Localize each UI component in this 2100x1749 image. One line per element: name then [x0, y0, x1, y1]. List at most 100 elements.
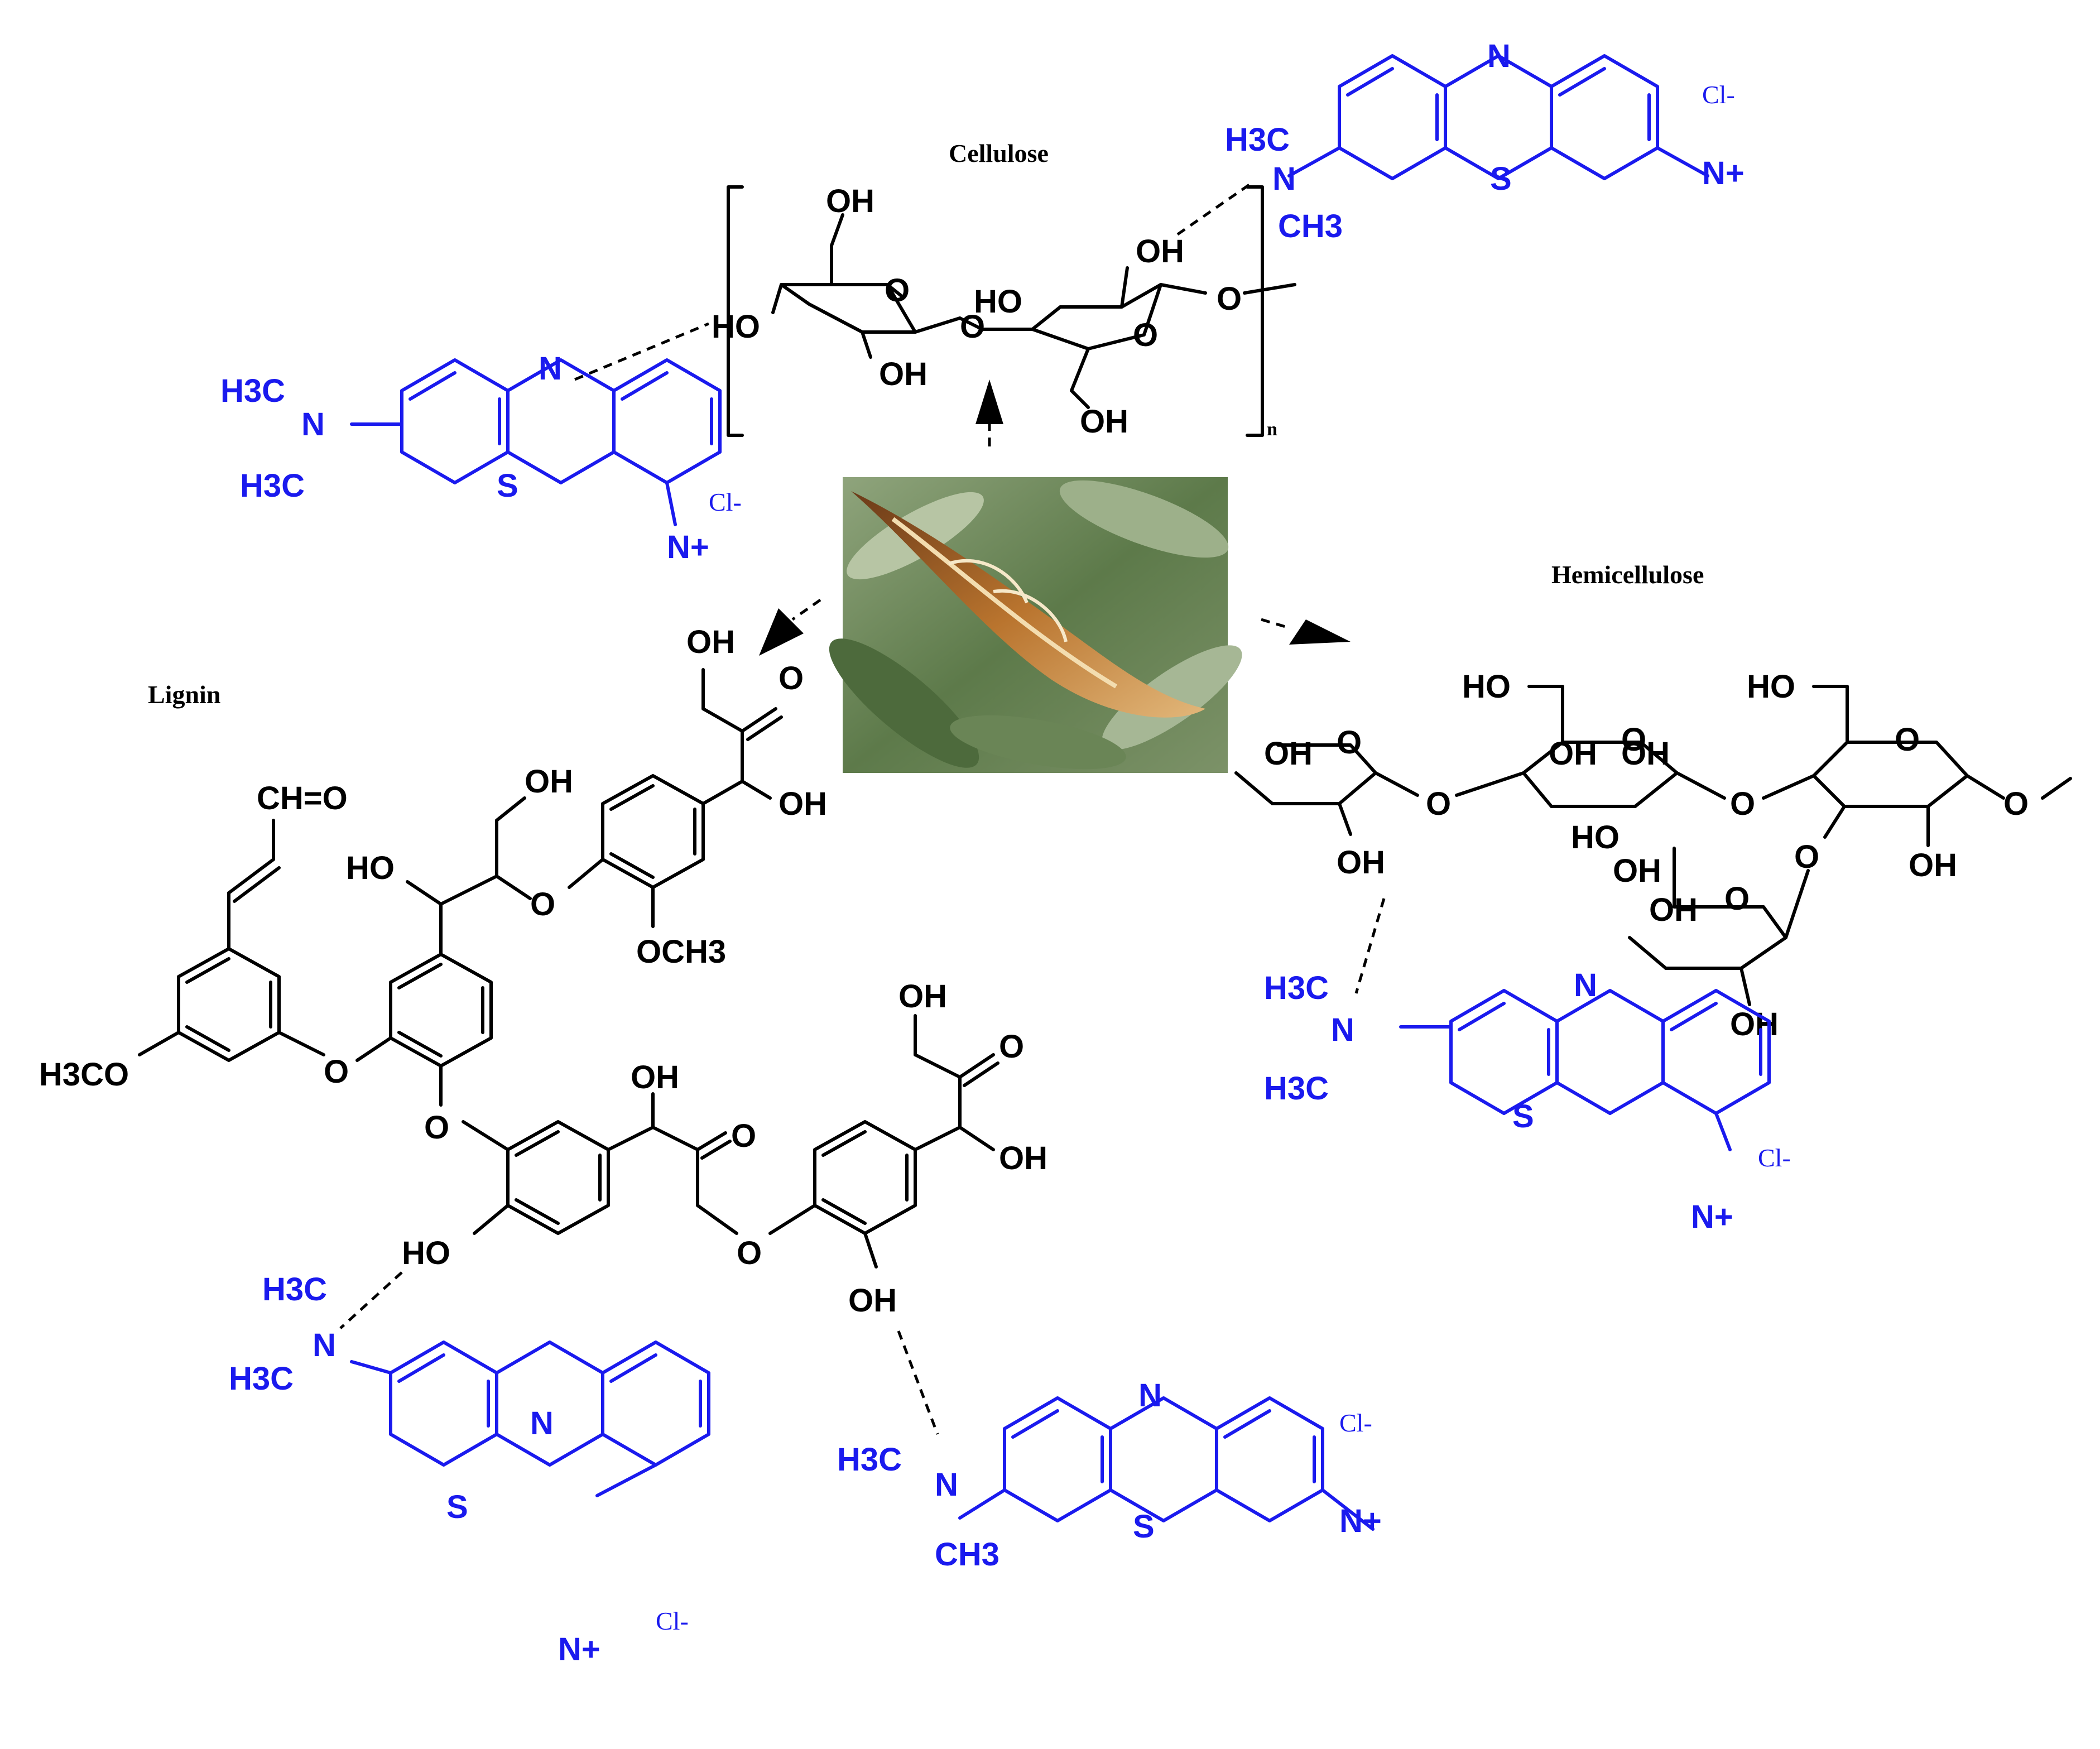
dye1-n-ring: N: [539, 350, 562, 387]
dye0-n-plus: N+: [1702, 155, 1745, 191]
dye4-s-ring: S: [1133, 1508, 1155, 1545]
dye0-ch3: CH3: [1278, 208, 1343, 244]
dye0-n-amine: N: [1272, 161, 1296, 197]
dye2-h3c-top: H3C: [1264, 970, 1329, 1006]
cellulose-o-end: O: [1217, 281, 1242, 317]
dye2-n-ring: N: [1574, 967, 1597, 1003]
cellulose-oh-bottom1: OH: [879, 356, 928, 392]
dye3-h3c-bot: H3C: [229, 1361, 294, 1397]
hemi-oh4b: OH: [1649, 892, 1698, 928]
hemi-oh3: OH: [1909, 847, 1957, 883]
cellulose-ho-mid: HO: [974, 284, 1022, 320]
cellulose-o-ring2: O: [1133, 317, 1158, 353]
lignin-structure: CH=O H3CO O O OH HO O OCH3 OH O OH OH O …: [39, 624, 1047, 1319]
cellulose-repeat-n: n: [1267, 419, 1277, 440]
arrow-to-lignin: [759, 598, 821, 656]
lignin-cho: CH=O: [257, 780, 348, 816]
dye0-s-ring: S: [1490, 161, 1512, 197]
dye0-cl: Cl-: [1702, 80, 1735, 109]
lignin-oh-c: OH: [631, 1059, 679, 1095]
dye1-h3c-top: H3C: [220, 373, 285, 409]
lignin-o-link-c: O: [530, 886, 555, 922]
dye3-cl: Cl-: [656, 1607, 689, 1635]
methylene-blue-dye-left: H3C N H3C N S N+ Cl-: [220, 350, 742, 565]
dye4-n-amine: N: [935, 1467, 958, 1503]
cellulose-structure: OH HO O O OH HO OH O O OH n: [712, 183, 1296, 440]
dye0-n-ring: N: [1487, 38, 1511, 74]
arrow-to-hemicellulose: [1261, 618, 1351, 645]
cellulose-oh-top2: OH: [1136, 233, 1184, 270]
lignin-o-link-a: O: [324, 1054, 349, 1090]
dye1-n-amine: N: [301, 406, 325, 443]
lignin-oh-top: OH: [686, 624, 735, 660]
hemi-oh2a: OH: [1549, 736, 1597, 772]
dye3-h3c-top: H3C: [262, 1271, 327, 1308]
dye1-n-plus: N+: [667, 529, 709, 565]
hemi-oh2b: OH: [1621, 736, 1670, 772]
hemi-o3: O: [1895, 722, 1920, 758]
lignin-o-link-d: O: [737, 1235, 762, 1271]
dye4-cl: Cl-: [1339, 1409, 1372, 1437]
dye3-s-ring: S: [446, 1489, 468, 1525]
hydrogen-bond-lines: [339, 182, 1386, 1435]
hemi-o4: O: [1724, 881, 1750, 917]
hemi-oh1: OH: [1264, 736, 1313, 772]
dye1-s-ring: S: [497, 468, 518, 504]
dye3-n-plus: N+: [558, 1631, 600, 1668]
hemi-o-end: O: [2003, 786, 2029, 822]
dye2-cl: Cl-: [1758, 1143, 1791, 1172]
dye4-n-plus: N+: [1339, 1503, 1382, 1539]
dye2-s-ring: S: [1512, 1098, 1534, 1135]
hemi-o1: O: [1337, 724, 1362, 761]
cellulose-oh-bottom2: OH: [1080, 403, 1128, 440]
dye0-h3c: H3C: [1225, 122, 1290, 158]
hemi-o-link1: O: [1426, 786, 1451, 822]
plant-photo: [829, 477, 1242, 773]
lignin-o-keto2: O: [731, 1118, 756, 1154]
hemi-o-link2: O: [1730, 786, 1755, 822]
lignin-oh-b: OH: [779, 786, 827, 822]
lignin-och3-mid: OCH3: [636, 934, 726, 970]
cellulose-o-link: O: [960, 309, 985, 345]
dye3-n-ring: N: [530, 1405, 554, 1442]
methylene-blue-dye-bottom-left: H3C N H3C N S N+ Cl-: [229, 1271, 710, 1668]
hemi-o-branch: O: [1794, 839, 1819, 875]
lignin-ho-a: HO: [346, 850, 395, 886]
lignin-och3-left: H3CO: [39, 1056, 129, 1093]
methylene-blue-dye-top-right: H3C N CH3 N S N+ Cl-: [1225, 38, 1745, 244]
cellulose-oh-top: OH: [826, 183, 874, 219]
lignin-o-keto1: O: [779, 660, 804, 696]
dye3-n-amine: N: [313, 1327, 336, 1363]
lignin-o-keto3: O: [999, 1029, 1024, 1065]
lignin-oh-f: OH: [898, 978, 947, 1015]
dye4-h3c: H3C: [837, 1442, 902, 1478]
dye4-n-ring: N: [1138, 1377, 1162, 1414]
hemi-ho3: HO: [1747, 669, 1795, 705]
hemicellulose-structure: OH O OH O HO OH O OH O HO O O OH O HO OH…: [1234, 669, 2072, 1042]
methylene-blue-dye-bottom-mid: H3C N CH3 N S N+ Cl-: [837, 1377, 1382, 1573]
dye1-h3c-bot: H3C: [240, 468, 305, 504]
arrow-to-cellulose: [975, 379, 1003, 446]
hemi-ho4: HO: [1571, 819, 1620, 856]
hemicellulose-title: Hemicellulose: [1551, 560, 1704, 589]
lignin-o-link-b: O: [424, 1109, 449, 1146]
lignin-oh-e: OH: [999, 1140, 1047, 1176]
lignin-title: Lignin: [148, 680, 220, 709]
hemi-oh4a: OH: [1613, 853, 1661, 889]
cellulose-title: Cellulose: [949, 139, 1049, 167]
cellulose-ho-left: HO: [712, 309, 760, 345]
lignin-oh-a: OH: [525, 763, 573, 800]
lignin-ho-b: HO: [402, 1235, 450, 1271]
cellulose-o-ring1: O: [885, 272, 910, 309]
hemi-ho2: HO: [1462, 669, 1511, 705]
lignin-oh-d: OH: [848, 1282, 897, 1319]
dye1-cl: Cl-: [709, 488, 742, 516]
hemi-oh1b: OH: [1337, 844, 1385, 881]
dye2-n-plus: N+: [1691, 1199, 1733, 1235]
dye4-ch3: CH3: [935, 1536, 999, 1573]
dye2-h3c-bot: H3C: [1264, 1070, 1329, 1107]
dye2-n-amine: N: [1331, 1012, 1354, 1048]
methylene-blue-dye-right: H3C N H3C N S N+ Cl-: [1264, 967, 1791, 1235]
hemi-o2: O: [1621, 722, 1646, 758]
